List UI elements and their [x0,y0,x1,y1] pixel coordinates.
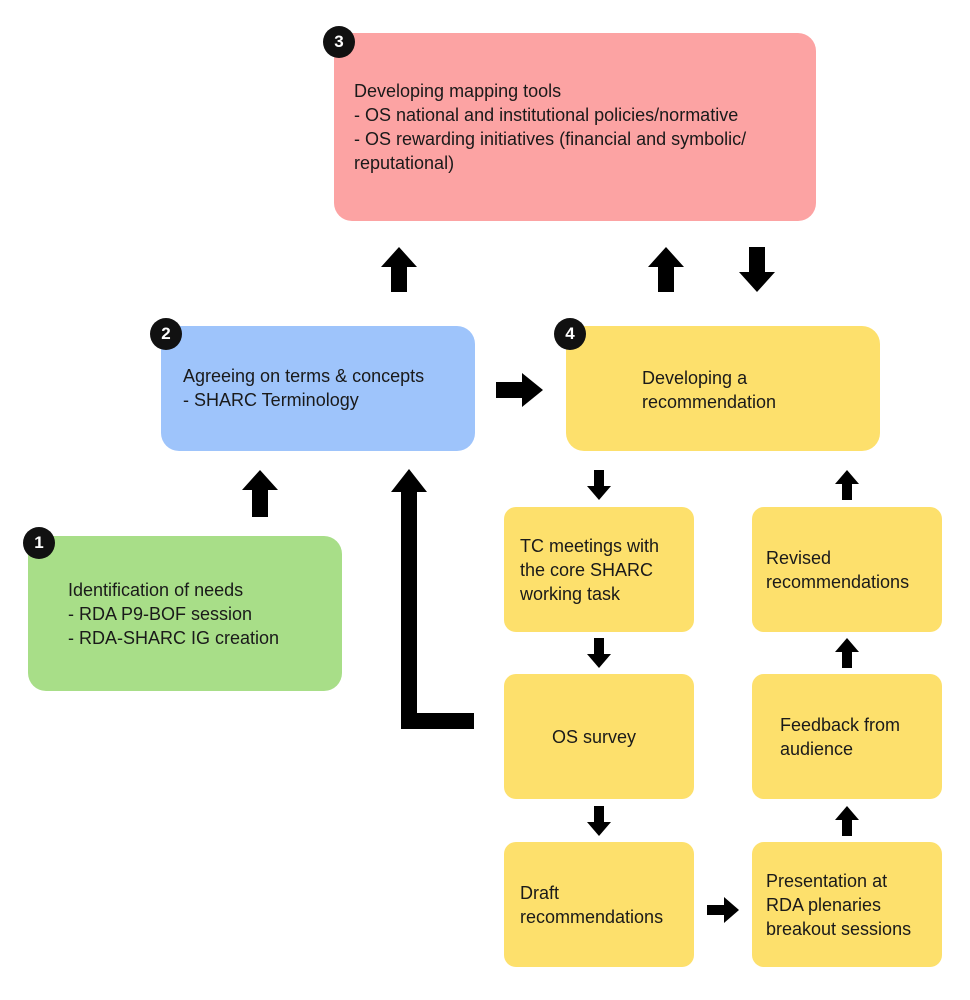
step-3-item: - OS national and institutional policies… [354,105,739,125]
step-1-badge: 1 [23,527,55,559]
revised-box: Revised recommendations [752,507,942,632]
step-4-badge: 4 [554,318,586,350]
arrow-up-icon [835,806,859,836]
step-4-box: Developing a recommendation [566,326,880,451]
arrow-down-icon [587,638,611,668]
step-1-item: - RDA P9-BOF session [68,604,253,624]
feedback-text: audience [780,738,854,759]
revised-text: Revised [766,547,832,568]
os-survey-box: OS survey [504,674,694,799]
arrow-up-icon [835,638,859,668]
step-1-box: Identification of needs - RDA P9-BOF ses… [28,536,342,691]
step-2-box: Agreeing on terms & concepts - SHARC Ter… [161,326,475,451]
step-1-title: Identification of needs [68,580,244,600]
tc-meetings-text: the core SHARC [520,559,654,580]
draft-box: Draft recommendations [504,842,694,967]
step-3-item: - OS rewarding initiatives (financial an… [354,129,747,149]
arrow-up-icon [381,247,417,292]
arrow-up-icon [835,470,859,500]
tc-meetings-text: working task [520,583,621,604]
step-3-box: Developing mapping tools - OS national a… [334,33,816,221]
arrow-up-icon [242,470,278,517]
step-4-title: recommendation [642,392,777,412]
arrow-up-icon [648,247,684,292]
arrow-right-icon [496,373,543,407]
revised-text: recommendations [766,571,910,592]
draft-text: Draft [520,882,560,903]
step-2-badge: 2 [150,318,182,350]
step-3-item: reputational) [354,153,455,173]
presentation-text: Presentation at [766,870,888,891]
arrow-down-icon [739,247,775,292]
step-4-title: Developing a [642,368,748,388]
arrow-down-icon [587,470,611,500]
step-2-item: - SHARC Terminology [183,390,359,410]
presentation-text: breakout sessions [766,918,912,939]
feedback-text: Feedback from [780,714,901,735]
feedback-box: Feedback from audience [752,674,942,799]
presentation-box: Presentation at RDA plenaries breakout s… [752,842,942,967]
step-3-badge: 3 [323,26,355,58]
presentation-text: RDA plenaries [766,894,882,915]
step-3-title: Developing mapping tools [354,81,562,101]
arrow-right-icon [707,897,739,923]
step-2-title: Agreeing on terms & concepts [183,366,425,386]
step-1-item: - RDA-SHARC IG creation [68,628,280,648]
os-survey-text: OS survey [552,726,637,747]
tc-meetings-box: TC meetings with the core SHARC working … [504,507,694,632]
tc-meetings-text: TC meetings with [520,535,660,556]
arrow-down-icon [587,806,611,836]
return-arrow-icon [391,469,474,729]
draft-text: recommendations [520,906,664,927]
